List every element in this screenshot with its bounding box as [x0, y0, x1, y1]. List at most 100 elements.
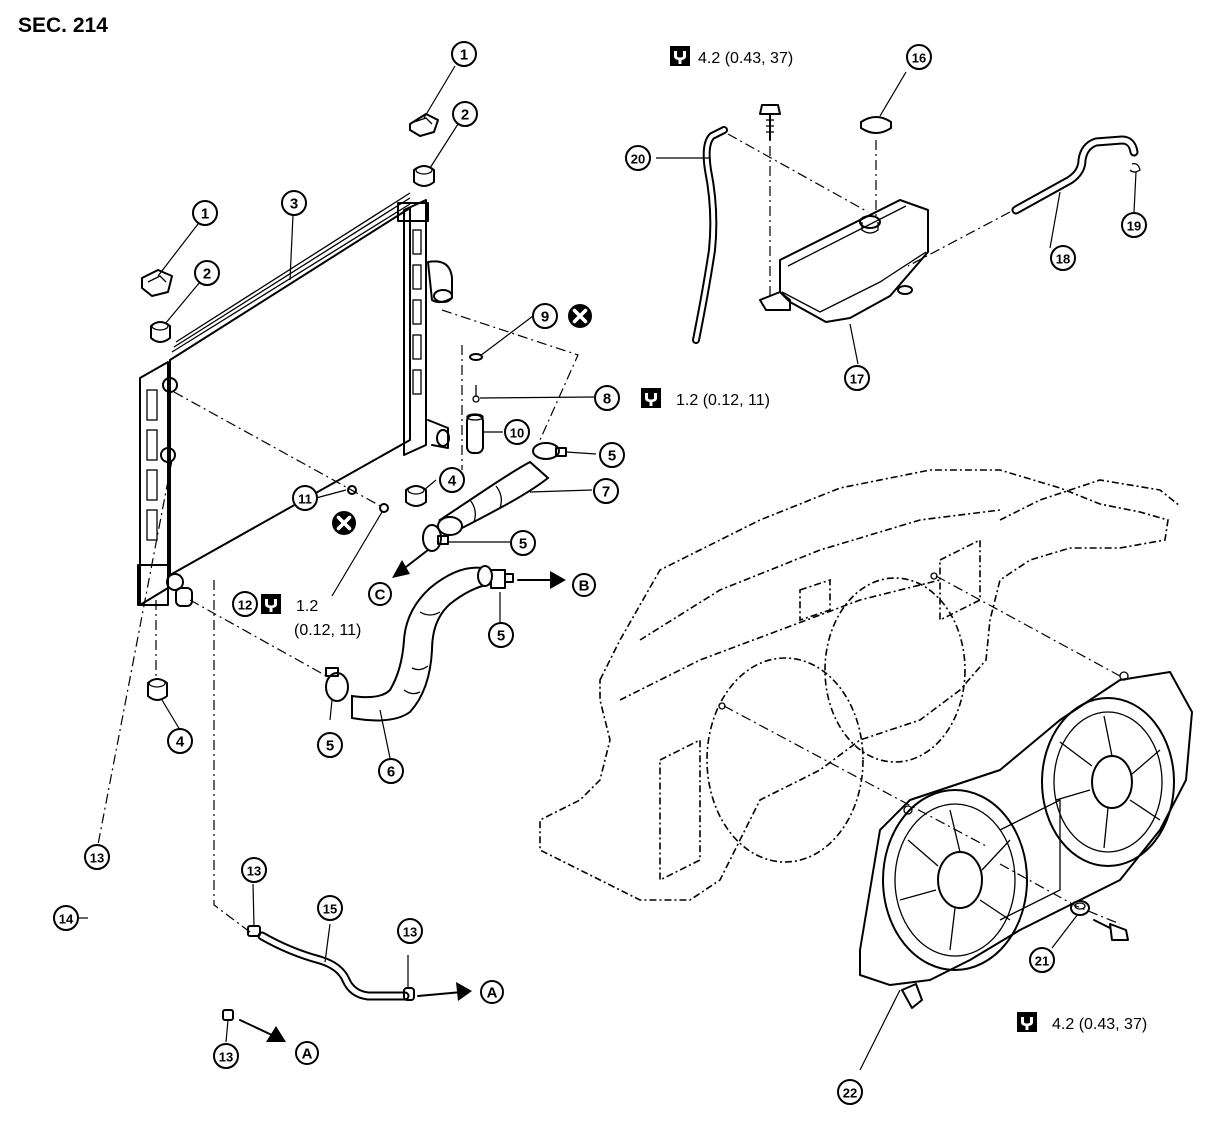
- assembly-line-lower-hose: [189, 599, 331, 679]
- callout-circle: [84, 844, 110, 870]
- callout-circle: [594, 385, 620, 411]
- callout-21: 21: [1029, 947, 1055, 973]
- fan-grommet-21: [1070, 900, 1090, 916]
- callout-number: 3: [290, 196, 298, 213]
- callout-circle: [451, 41, 477, 67]
- lower-mount-insulator-left: [147, 678, 168, 701]
- callout-number: 8: [603, 391, 611, 408]
- callout-number: 10: [510, 426, 524, 441]
- callout-circle: [1029, 947, 1055, 973]
- callout-number: 2: [461, 107, 469, 124]
- torque-value: 4.2 (0.43, 37): [698, 50, 793, 67]
- upper-radiator-hose: [437, 460, 550, 536]
- callout-circle: [593, 478, 619, 504]
- connector-a: A: [480, 980, 504, 1004]
- callout-number: 6: [387, 764, 395, 781]
- callout-13: 13: [84, 844, 110, 870]
- torque-wrench-icon: [670, 46, 690, 66]
- torque-spec-reservoir-bolt: 4.2 (0.43, 37): [670, 46, 793, 67]
- lower-mount-insulator-mid: [405, 485, 427, 507]
- torque-wrench-icon: [1017, 1012, 1037, 1032]
- callout-circle: [317, 895, 343, 921]
- callout-number: 11: [298, 492, 312, 507]
- x-circle-icon: [330, 509, 358, 537]
- callout-number: 16: [912, 51, 926, 66]
- reservoir-tank: [759, 199, 929, 323]
- callout-number: 17: [850, 372, 864, 387]
- torque-value-detail: (0.12, 11): [294, 622, 361, 639]
- radiator-core-support: [539, 469, 1181, 901]
- callout-5: 5: [317, 732, 343, 758]
- callout-number: 14: [59, 912, 74, 927]
- callout-circle: [452, 101, 478, 127]
- drain-parts: [347, 353, 484, 513]
- reservoir-clip-19: [1129, 162, 1141, 173]
- callout-3: 3: [281, 190, 307, 216]
- upper-mount-bracket-left: [141, 269, 173, 297]
- connector-circle: [295, 1041, 319, 1065]
- callout-number: 4: [176, 734, 185, 751]
- callout-6: 6: [378, 758, 404, 784]
- callout-circle: [625, 145, 651, 171]
- callout-13: 13: [397, 918, 423, 944]
- reservoir-cap: [860, 116, 892, 134]
- torque-wrench-icon: [261, 594, 281, 614]
- connector-letter: A: [302, 1046, 313, 1063]
- callout-19: 19: [1121, 212, 1147, 238]
- upper-mount-insulator-right: [413, 165, 435, 187]
- callout-number: 15: [323, 902, 337, 917]
- callout-circle: [532, 303, 558, 329]
- callout-circle: [317, 732, 343, 758]
- callout-circle: [1121, 212, 1147, 238]
- lower-radiator-hose: [351, 565, 493, 722]
- callout-5: 5: [599, 442, 625, 468]
- connector-circle: [572, 573, 596, 597]
- hose-clamp-upper: [532, 442, 567, 460]
- callout-22: 22: [837, 1079, 863, 1105]
- callout-number: 1: [201, 206, 209, 223]
- callout-5: 5: [488, 622, 514, 648]
- assembly-line-reservoir-hose20: [727, 133, 869, 213]
- callout-9: 9: [532, 303, 558, 329]
- callout-number: 20: [631, 152, 645, 167]
- callout-20: 20: [625, 145, 651, 171]
- fan-bolt: [1093, 919, 1129, 941]
- x-circle-icon: [566, 302, 594, 330]
- callout-number: 13: [403, 925, 417, 940]
- reservoir-hose-20: [692, 126, 728, 344]
- callout-circle: [378, 758, 404, 784]
- torque-value: 4.2 (0.43, 37): [1052, 1016, 1147, 1033]
- callout-1: 1: [192, 200, 218, 226]
- callout-circle: [510, 530, 536, 556]
- callout-number: 12: [238, 598, 252, 613]
- callout-circle: [194, 260, 220, 286]
- assembly-line-hose-15: [213, 580, 251, 933]
- callout-5: 5: [510, 530, 536, 556]
- torque-spec-12: 1.2 (0.12, 11): [261, 594, 361, 639]
- upper-mount-insulator-left: [150, 321, 171, 343]
- callout-12: 12: [232, 591, 258, 617]
- callout-4: 4: [167, 728, 193, 754]
- callout-circle: [192, 200, 218, 226]
- callout-circle: [837, 1079, 863, 1105]
- assembly-line-fan-right: [935, 575, 1121, 677]
- callout-circle: [844, 365, 870, 391]
- callout-number: 22: [843, 1086, 857, 1101]
- torque-spec-fan-bolt: 4.2 (0.43, 37): [1017, 1012, 1147, 1033]
- torque-spec-drain-plug: 1.2 (0.12, 11): [641, 388, 770, 409]
- connector-circle: [368, 582, 392, 606]
- callout-number: 4: [448, 473, 457, 490]
- torque-wrench-icon: [641, 388, 661, 408]
- callout-circle: [232, 591, 258, 617]
- callout-number: 5: [497, 628, 505, 645]
- callout-circle: [167, 728, 193, 754]
- callout-circle: [292, 485, 318, 511]
- assembly-line-fan-left: [723, 705, 987, 847]
- callout-4: 4: [439, 467, 465, 493]
- torque-value: 1.2 (0.12, 11): [676, 392, 770, 409]
- callout-17: 17: [844, 365, 870, 391]
- reservoir-bolt: [759, 104, 781, 141]
- leader-lines: [78, 65, 1137, 1071]
